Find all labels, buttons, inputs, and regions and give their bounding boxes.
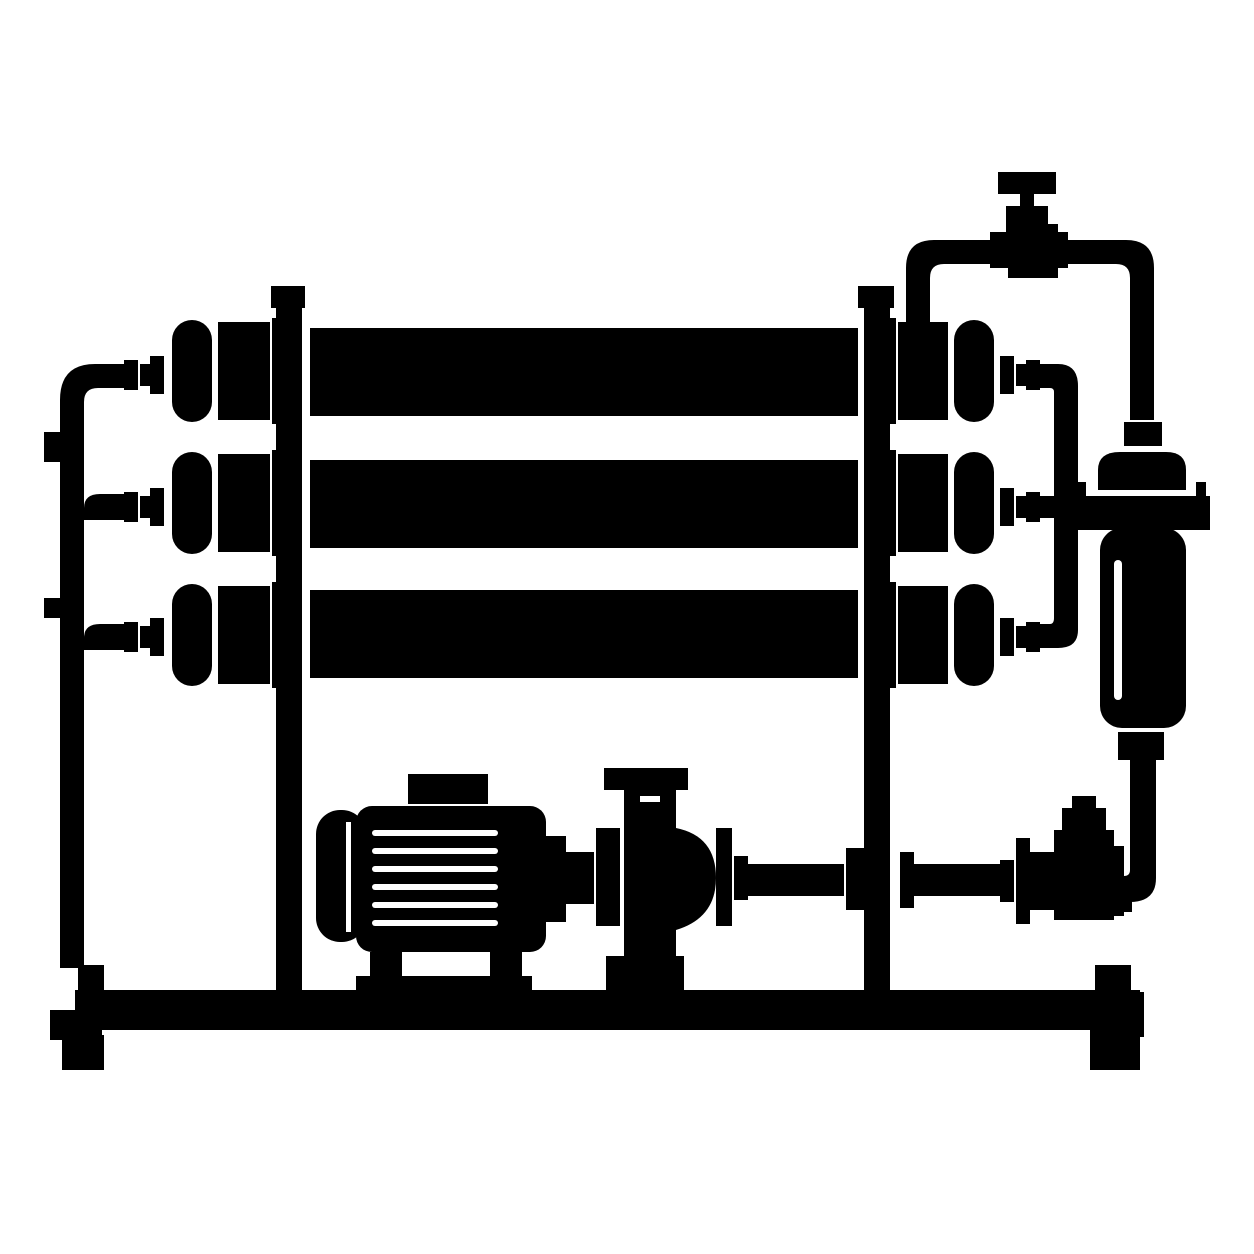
pump-motor — [316, 774, 620, 992]
end-cap-right-2 — [890, 450, 994, 556]
base-frame — [50, 965, 1144, 1070]
top-valve — [990, 172, 1068, 278]
volute-gap — [640, 796, 660, 802]
left-end-caps — [172, 318, 278, 688]
end-cap-left-2 — [172, 450, 278, 556]
right-end-caps — [890, 318, 994, 688]
membrane-housing — [310, 328, 858, 416]
frame-posts — [271, 286, 894, 992]
membrane-housings — [310, 328, 858, 678]
discharge-pipe — [734, 838, 1054, 924]
membrane-housing — [310, 590, 858, 678]
left-header-pipe — [44, 356, 164, 968]
end-cap-left-1 — [172, 318, 278, 424]
end-cap-right-1 — [890, 318, 994, 424]
motor-endbell-gap — [346, 822, 351, 932]
membrane-housing — [310, 460, 858, 548]
end-cap-left-3 — [172, 582, 278, 688]
top-bypass-pipe — [906, 240, 1154, 420]
motor-fins — [372, 830, 498, 926]
pump-volute — [604, 768, 732, 992]
end-cap-right-3 — [890, 582, 994, 688]
inline-valve — [1054, 796, 1132, 920]
right-header-pipe — [1000, 356, 1078, 656]
filter-highlight — [1114, 560, 1122, 700]
end-cap-gaps — [212, 336, 954, 672]
